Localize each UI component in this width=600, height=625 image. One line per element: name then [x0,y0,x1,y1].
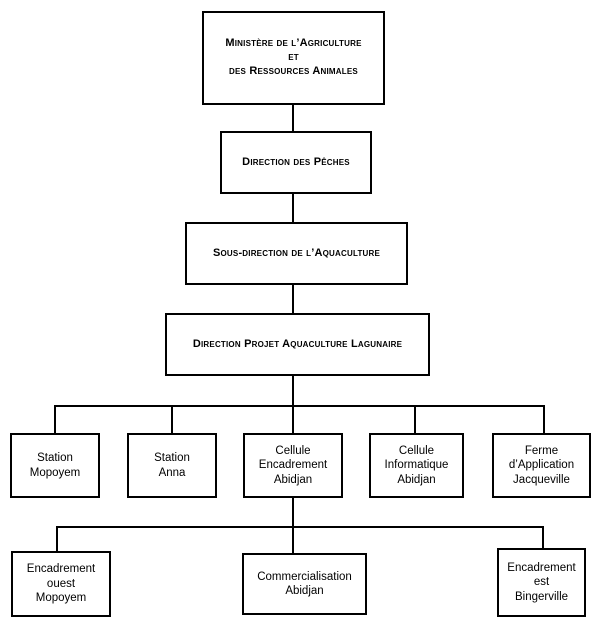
sous-direction-label: Sous-direction de l’Aquaculture [212,246,381,259]
ministry-box: Ministère de l’Agriculture et des Ressou… [202,11,385,105]
unit-label: Station Anna [154,452,190,479]
unit-label: Ferme d’Application Jacqueville [508,444,575,486]
unit-box-station-anna: Station Anna [127,433,217,498]
direction-peches-box: Direction des Pêches [220,131,372,194]
unit-label: Cellule Encadrement Abidjan [258,444,328,486]
subunit-label: Commercialisation Abidjan [257,570,352,597]
direction-peches-label: Direction des Pêches [242,155,350,168]
unit-box-cellule-informatique: Cellule Informatique Abidjan [369,433,464,498]
subunit-box-encadrement-ouest: Encadrement ouest Mopoyem [11,551,111,617]
subunit-label: Encadrement est Bingerville [507,561,576,603]
unit-label: Cellule Informatique Abidjan [384,444,449,486]
sous-direction-box: Sous-direction de l’Aquaculture [185,222,408,285]
unit-box-cellule-encadrement: Cellule Encadrement Abidjan [243,433,343,498]
unit-box-ferme-application: Ferme d’Application Jacqueville [492,433,591,498]
unit-label: Station Mopoyem [29,452,81,479]
ministry-label: Ministère de l’Agriculture et des Ressou… [225,37,362,77]
projet-aquaculture-label: Direction Projet Aquaculture Lagunaire [192,337,403,350]
subunit-box-commercialisation: Commercialisation Abidjan [242,553,367,615]
unit-box-station-mopoyem: Station Mopoyem [10,433,100,498]
projet-aquaculture-box: Direction Projet Aquaculture Lagunaire [165,313,430,376]
subunit-label: Encadrement ouest Mopoyem [26,563,96,605]
subunit-box-encadrement-est: Encadrement est Bingerville [497,548,586,617]
